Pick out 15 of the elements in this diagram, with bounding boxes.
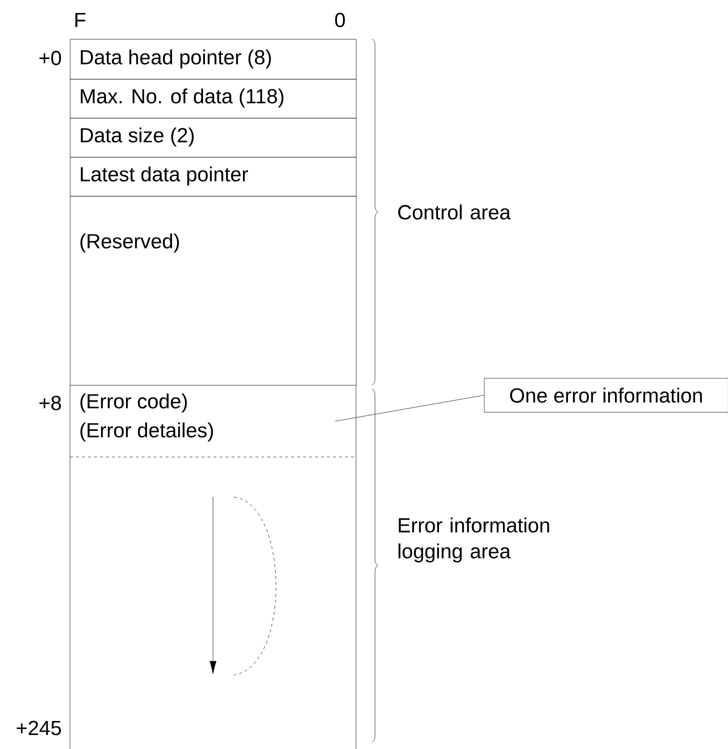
leader-line: [335, 395, 484, 422]
table-row: Max. No. of data (118): [70, 79, 356, 118]
bit-label: F: [75, 12, 86, 28]
table-row: (Reserved): [70, 196, 356, 386]
table-area: [70, 456, 356, 749]
table-row: Data head pointer (8): [70, 39, 356, 80]
offset-label: +8: [40, 396, 61, 410]
callout-box: One error information: [484, 378, 728, 412]
table-row: Data size (2): [70, 118, 356, 158]
bit-label: 0: [335, 12, 345, 28]
table-row: Latest data pointer: [70, 157, 356, 196]
offset-label: +0: [40, 50, 61, 66]
area-label: Error information logging area: [398, 518, 550, 562]
table-row: (Error code) (Error detailes): [70, 384, 356, 458]
area-label: Control area: [398, 204, 511, 220]
